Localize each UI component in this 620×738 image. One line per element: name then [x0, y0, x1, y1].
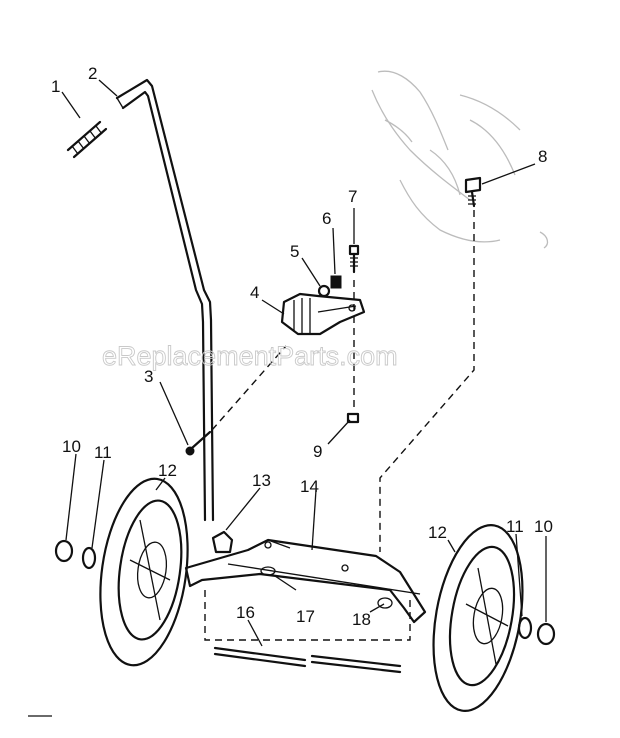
part-14-callout: 14: [300, 477, 319, 496]
axle-rod: [213, 646, 402, 674]
callout-labels: 1 2 3 4 5 6 7 8 9 10 11 12 13 14 16 17 1…: [51, 64, 553, 629]
nut-part-18: [377, 597, 393, 609]
part-10-right-callout: 10: [534, 517, 553, 536]
part-8-callout: 8: [538, 147, 547, 166]
left-wheel: [99, 477, 189, 667]
part-17-callout: 17: [296, 607, 315, 626]
bushing-part-13: [211, 530, 234, 554]
right-hub-parts: [517, 616, 556, 646]
part-5-callout: 5: [290, 242, 299, 261]
nut-part-5: [317, 284, 331, 298]
part-1-callout: 1: [51, 77, 60, 96]
leader-lines: [61, 79, 547, 647]
adjuster-bracket: [280, 292, 366, 336]
nut-part-17: [260, 566, 276, 576]
screw-part-7: [348, 244, 360, 274]
part-2-callout: 2: [88, 64, 97, 83]
part-10-left-callout: 10: [62, 437, 81, 456]
part-12-right-callout: 12: [428, 523, 447, 542]
nut-part-9: [346, 412, 360, 424]
part-18-callout: 18: [352, 610, 371, 629]
bolt-part-8: [464, 176, 482, 208]
grip-spring: [66, 120, 108, 159]
mower-deck-sketch: [371, 70, 549, 249]
part-12-left-callout: 12: [158, 461, 177, 480]
part-6-callout: 6: [322, 209, 331, 228]
part-9-callout: 9: [313, 442, 322, 461]
watermark-text: eReplacementParts.com: [102, 341, 398, 371]
handle-bar: [115, 78, 215, 522]
left-hub-parts: [54, 539, 97, 570]
part-16-callout: 16: [236, 603, 255, 622]
part-13-callout: 13: [252, 471, 271, 490]
part-7-callout: 7: [348, 187, 357, 206]
assembly-lines: [204, 210, 475, 641]
spacer-part-6: [330, 275, 342, 289]
part-3-callout: 3: [144, 367, 153, 386]
part-4-callout: 4: [250, 283, 259, 302]
part-11-left-callout: 11: [94, 443, 112, 462]
bolt-part-3: [185, 430, 212, 456]
right-wheel: [432, 524, 524, 712]
axle-bracket: [184, 538, 427, 624]
part-11-right-callout: 11: [506, 517, 524, 536]
